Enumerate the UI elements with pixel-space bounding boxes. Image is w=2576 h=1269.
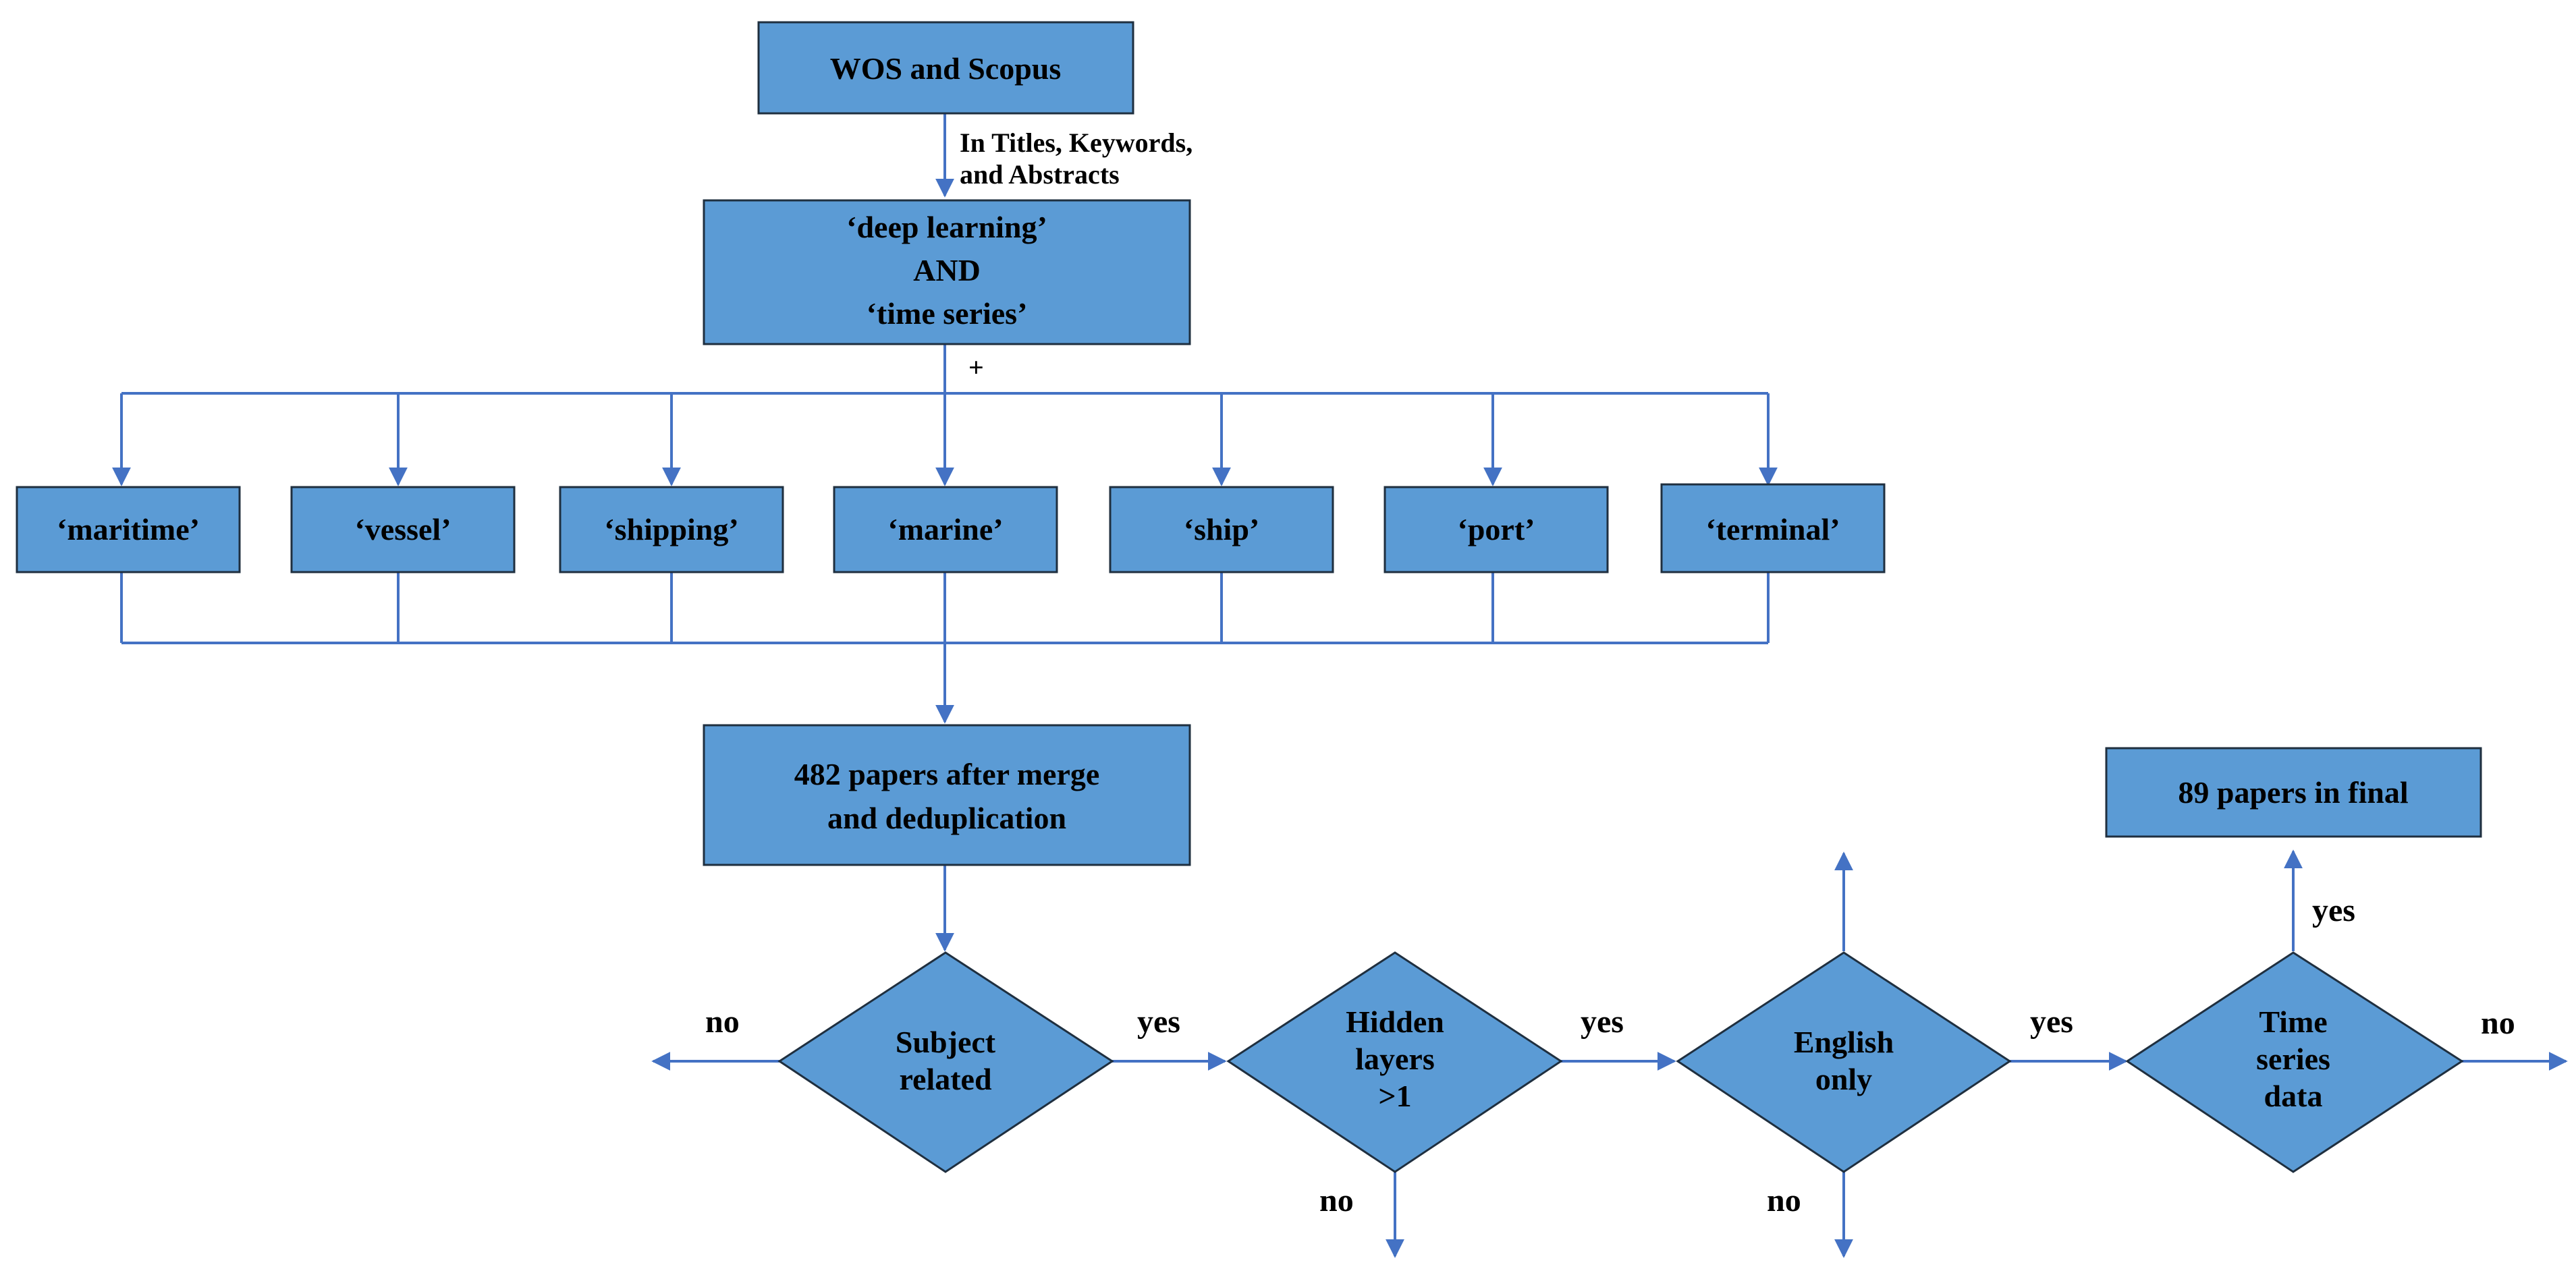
decision-line: data [2264, 1079, 2323, 1113]
decision-line: English [1794, 1025, 1894, 1059]
keyword-label: ‘port’ [1458, 512, 1535, 546]
decision-subject-related: Subject related [777, 951, 1114, 1173]
plus-sign: + [968, 352, 984, 383]
merged-line-2: and deduplication [827, 801, 1066, 835]
decision-time-series-data: Time series data [2125, 951, 2464, 1173]
keyword-label: ‘vessel’ [354, 512, 451, 546]
edge-label-yes: yes [2030, 1004, 2073, 1040]
source-label: WOS and Scopus [830, 51, 1062, 86]
final-label: 89 papers in final [2178, 775, 2408, 810]
keyword-label: ‘ship’ [1184, 512, 1259, 546]
merged-box: 482 papers after merge and deduplication [703, 724, 1191, 866]
keyword-box-port: ‘port’ [1383, 486, 1609, 573]
keyword-label: ‘terminal’ [1705, 512, 1840, 546]
decision-english-only: English only [1676, 951, 2012, 1173]
connectors [112, 113, 2568, 1258]
edge-label-no: no [1319, 1183, 1354, 1218]
query-line-3: ‘time series’ [867, 296, 1028, 331]
decision-line: series [2256, 1042, 2330, 1076]
decision-line: only [1815, 1062, 1872, 1096]
query-box: ‘deep learning’ AND ‘time series’ [703, 199, 1191, 345]
keyword-box-marine: ‘marine’ [833, 486, 1058, 573]
edge-label-no: no [705, 1004, 740, 1040]
edge-labels: no yes no yes no yes yes no [705, 893, 2515, 1218]
merged-line-1: 482 papers after merge [794, 757, 1100, 791]
query-line-1: ‘deep learning’ [846, 210, 1047, 244]
decision-line: >1 [1378, 1079, 1411, 1113]
decision-hidden-layers: Hidden layers >1 [1226, 951, 1563, 1173]
decision-line: Hidden [1346, 1005, 1444, 1039]
source-box: WOS and Scopus [757, 21, 1134, 115]
edge-label-no: no [2481, 1005, 2515, 1041]
decision-line: Subject [896, 1025, 996, 1059]
keyword-box-maritime: ‘maritime’ [16, 486, 241, 573]
search-scope-line-1: In Titles, Keywords, [960, 128, 1193, 158]
decision-line: Time [2259, 1005, 2327, 1039]
decision-line: related [899, 1062, 992, 1096]
keyword-label: ‘marine’ [887, 512, 1003, 546]
edge-label-no: no [1767, 1183, 1801, 1218]
search-scope-note: In Titles, Keywords, and Abstracts [960, 128, 1193, 190]
edge-label-yes: yes [2312, 893, 2355, 928]
search-scope-line-2: and Abstracts [960, 159, 1120, 190]
edge-label-yes: yes [1137, 1004, 1180, 1040]
keyword-box-terminal: ‘terminal’ [1660, 483, 1886, 573]
keyword-box-ship: ‘ship’ [1109, 486, 1334, 573]
decision-line: layers [1355, 1042, 1435, 1076]
edge-label-yes: yes [1581, 1004, 1624, 1040]
keyword-label: ‘maritime’ [57, 512, 200, 546]
keyword-box-shipping: ‘shipping’ [559, 486, 784, 573]
final-box: 89 papers in final [2105, 747, 2482, 838]
query-line-2: AND [913, 253, 981, 287]
keyword-box-vessel: ‘vessel’ [290, 486, 516, 573]
keyword-label: ‘shipping’ [604, 512, 738, 546]
